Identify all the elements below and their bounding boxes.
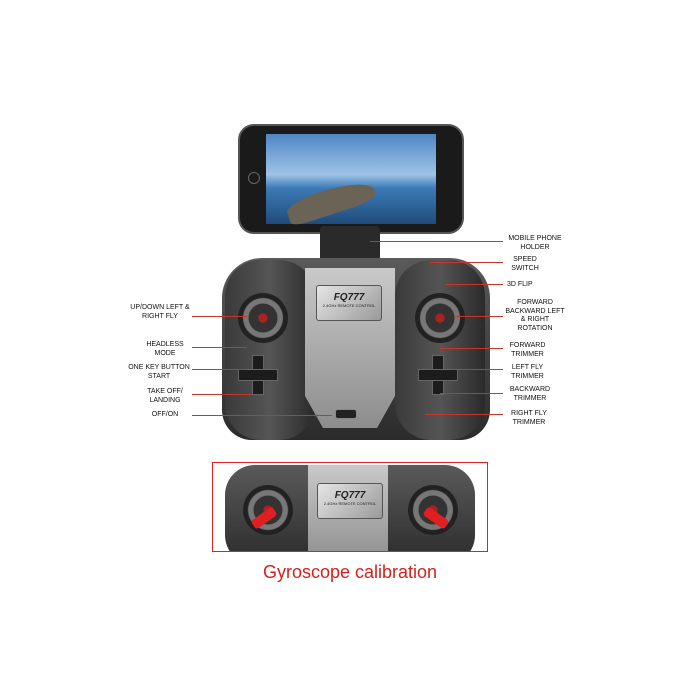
phone-screen xyxy=(266,134,436,228)
label-one-key: ONE KEY BUTTON START xyxy=(128,364,190,380)
model-subtitle-closeup: 2.4GHz REMOTE CONTROL xyxy=(323,501,377,506)
left-joystick[interactable] xyxy=(238,293,288,343)
label-offon: OFF/ON xyxy=(151,411,179,418)
pier-image xyxy=(284,175,378,228)
model-name-closeup: FQ777 xyxy=(334,490,366,501)
right-joystick[interactable] xyxy=(415,293,465,343)
label-back-trim: BACKWARD TRIMMER xyxy=(509,386,551,402)
caption: Gyroscope calibration xyxy=(262,562,438,582)
label-phone-holder: MOBILE PHONE HOLDER xyxy=(508,235,562,251)
home-button xyxy=(248,172,260,184)
left-grip xyxy=(225,260,315,440)
left-dpad[interactable] xyxy=(238,355,278,395)
right-grip xyxy=(395,260,485,440)
label-fwd-trim: FORWARD TRIMMER xyxy=(509,342,546,358)
right-dpad[interactable] xyxy=(418,355,458,395)
power-switch[interactable] xyxy=(335,409,357,419)
label-up-down: UP/DOWN LEFT & RIGHT FLY xyxy=(130,304,190,320)
model-subtitle: 2.4GHz REMOTE CONTROL xyxy=(322,303,376,308)
model-name: FQ777 xyxy=(333,292,365,303)
label-right-trim: RIGHT FLY TRIMMER xyxy=(511,410,547,426)
smartphone xyxy=(238,124,464,234)
label-rotation: FORWARD BACKWARD LEFT & RIGHT ROTATION xyxy=(505,299,565,332)
label-left-trim: LEFT FLY TRIMMER xyxy=(511,364,544,380)
label-takeoff: TAKE OFF/ LANDING xyxy=(147,388,183,404)
label-flip: 3D FLIP xyxy=(507,281,533,288)
label-headless: HEADLESS MODE xyxy=(146,341,184,357)
label-speed: SPEED SWITCH xyxy=(511,256,539,272)
